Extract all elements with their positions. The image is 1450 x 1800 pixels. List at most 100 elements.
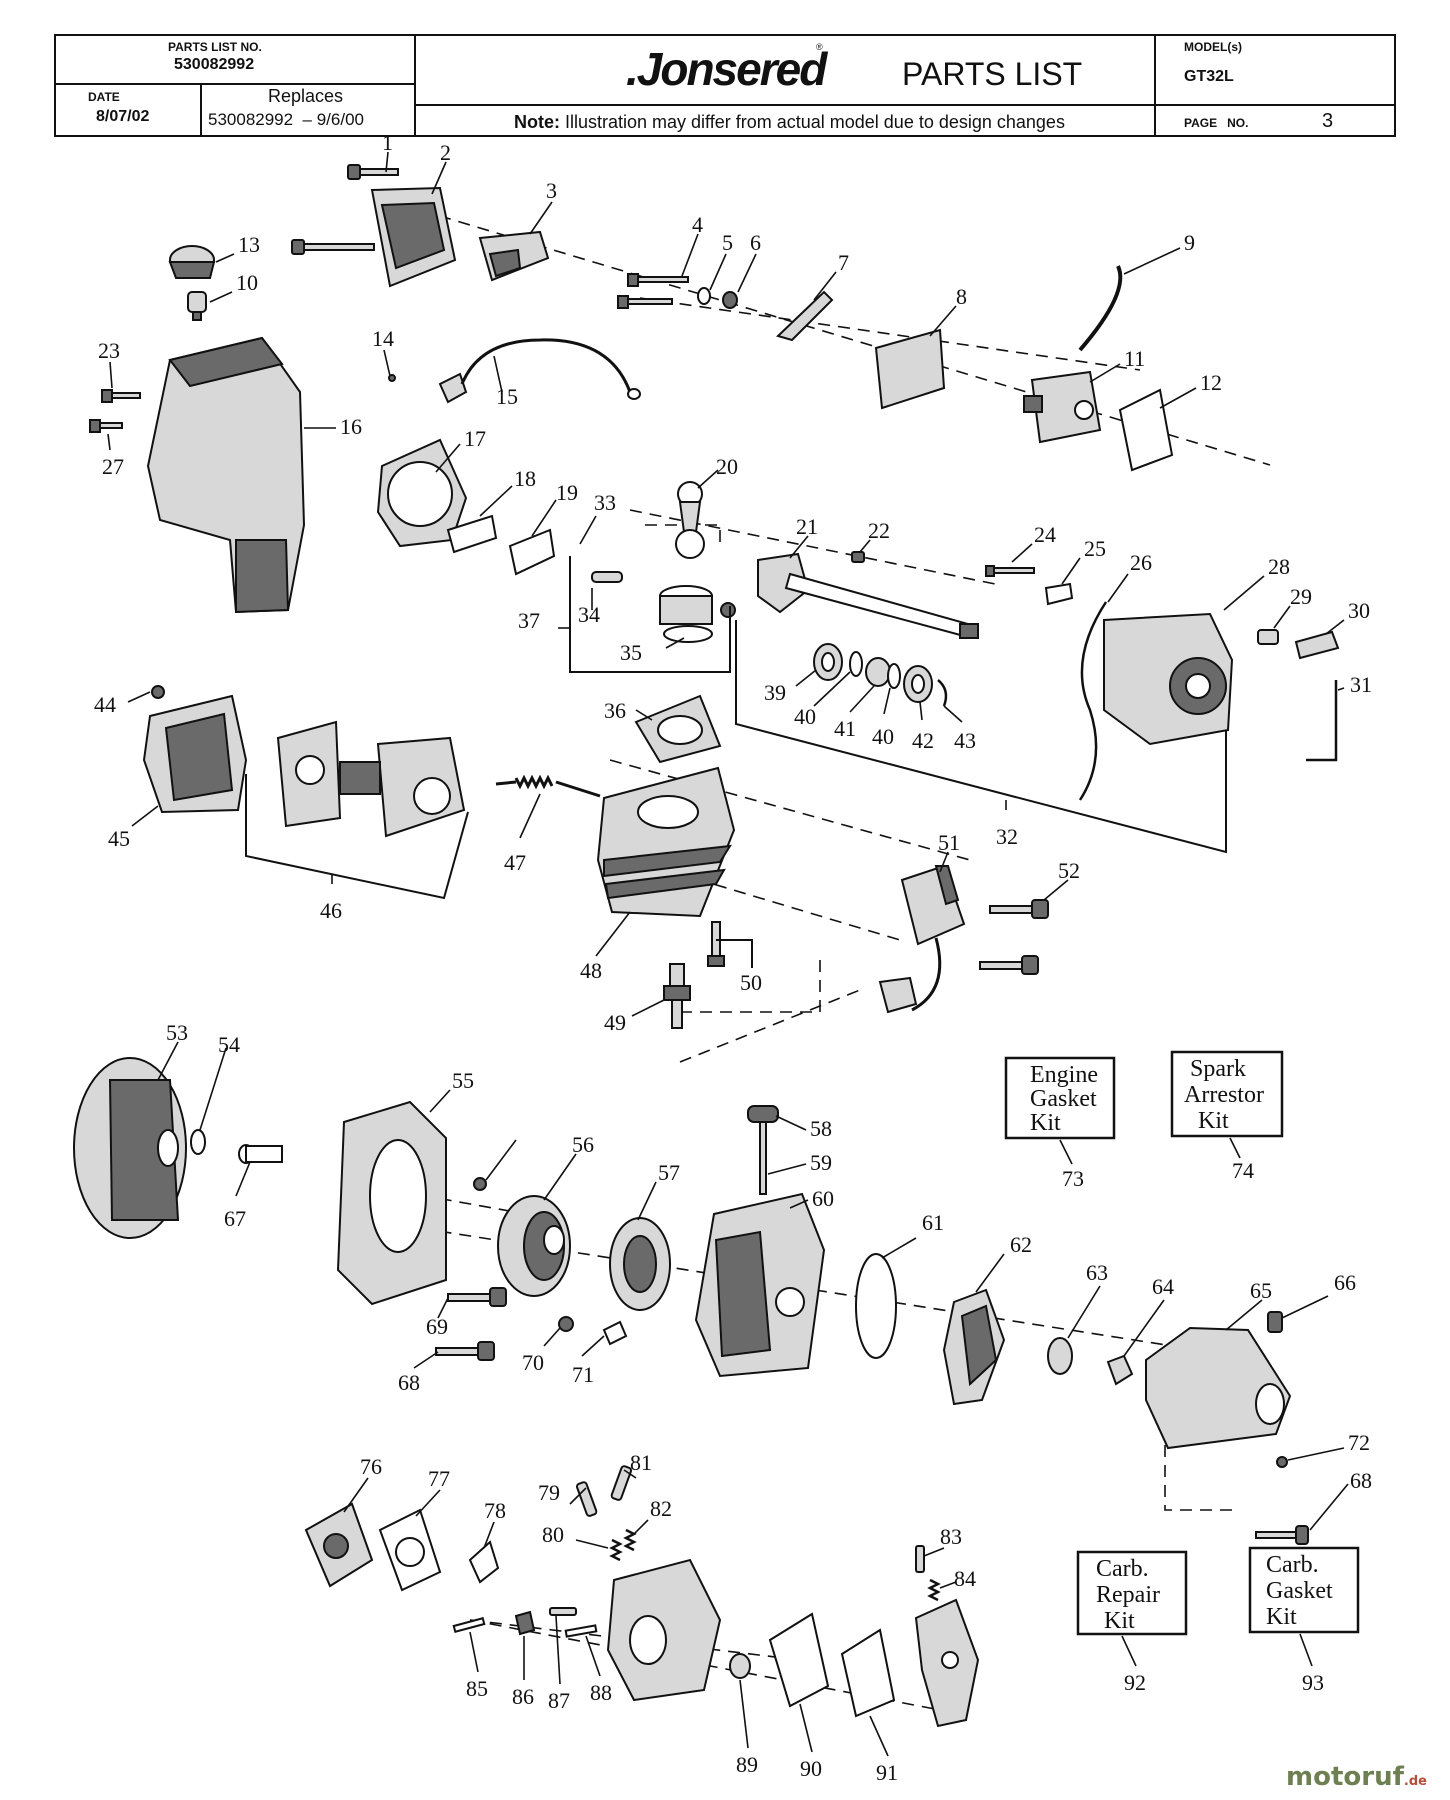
callout-label: 41	[834, 716, 856, 741]
axis-line	[679, 989, 861, 1063]
callout-label: 48	[580, 958, 602, 983]
callout-label: 62	[1010, 1232, 1032, 1257]
leader	[1325, 619, 1345, 635]
callout-labels: 1 2 3 4 5 6 7 8 9 10 11 12 13 14 15 16 1…	[94, 130, 1372, 1785]
kit-label-line: Gasket	[1266, 1578, 1333, 1604]
part-wire-26	[1078, 601, 1108, 801]
callout-label: 72	[1348, 1430, 1370, 1455]
leader	[1273, 605, 1291, 629]
document-title: PARTS LIST	[902, 56, 1083, 92]
leader	[737, 253, 757, 293]
callout-label: 3	[546, 178, 557, 203]
leader	[665, 637, 685, 649]
replaces-value: 530082992 – 9/6/00	[208, 110, 364, 129]
callout-label: 56	[572, 1132, 594, 1157]
part-screw-52	[979, 899, 1049, 975]
part-carb-screws-79-82	[575, 1465, 637, 1562]
leader	[697, 469, 719, 489]
crankcase-bore	[1185, 673, 1211, 699]
kit-box-frame	[1248, 1546, 1360, 1634]
leader	[1287, 1447, 1345, 1461]
part-housing-16	[146, 336, 306, 614]
leader	[543, 1153, 577, 1201]
leader	[923, 1547, 945, 1557]
watermark-suffix: .de	[1403, 1774, 1427, 1789]
divider	[200, 85, 202, 135]
callout-label: 49	[604, 1010, 626, 1035]
callout-label: 87	[548, 1688, 570, 1713]
leader	[767, 1163, 807, 1175]
screw-head	[985, 565, 995, 577]
shaft-body	[245, 1145, 283, 1163]
plug-top	[669, 963, 685, 987]
page-label: PAGE NO.	[1184, 116, 1249, 130]
leader	[209, 291, 233, 303]
callout-label: 86	[512, 1684, 534, 1709]
part-starter-housing-60	[694, 1192, 826, 1378]
leader	[493, 355, 503, 393]
kit-box-93: Carb. Gasket Kit 93	[1248, 1546, 1360, 1695]
screw-shank	[99, 422, 123, 429]
leader	[1107, 573, 1129, 603]
part-clip-25	[1044, 582, 1074, 606]
leader	[681, 233, 699, 277]
part-disc-61	[855, 1253, 897, 1359]
leader	[215, 253, 235, 263]
part-screw-94	[473, 1177, 487, 1191]
leader	[881, 1237, 917, 1259]
leader	[1159, 387, 1197, 409]
callout-label: 8	[956, 284, 967, 309]
part-pulley-56	[497, 1195, 571, 1297]
callout-label: 67	[224, 1206, 246, 1231]
spring-82	[623, 1528, 637, 1552]
bracket-group-46	[245, 774, 469, 900]
insulator-plate	[874, 328, 946, 410]
page-number: 3	[1322, 110, 1334, 132]
part-gasket-17	[376, 438, 468, 548]
flywheel-fins	[108, 1079, 180, 1221]
leader	[483, 1521, 495, 1549]
part-crankshaft-21	[757, 552, 979, 639]
leader	[799, 1703, 813, 1753]
coil-lamination	[934, 865, 960, 906]
leader	[199, 1047, 227, 1131]
leader	[385, 151, 389, 173]
part-pin-85	[452, 1616, 486, 1634]
part-bearings-39-43	[813, 643, 948, 707]
leader	[929, 305, 957, 337]
screw-69-head	[489, 1287, 507, 1307]
callout-label: 21	[796, 514, 818, 539]
leader	[919, 701, 923, 721]
part-screw-24	[985, 565, 1035, 577]
housing-handle	[235, 539, 290, 614]
leader	[435, 443, 461, 473]
callout-label: 68	[398, 1370, 420, 1395]
spring-80	[609, 1538, 623, 1562]
watermark: motoruf.de	[1286, 1762, 1427, 1792]
leader	[1229, 1137, 1241, 1159]
filter-nipple	[192, 311, 202, 321]
parts-list-no: 530082992	[174, 56, 255, 73]
leader	[531, 499, 557, 537]
part-carb-gaskets-76-77	[304, 1502, 442, 1592]
leader	[869, 1715, 889, 1757]
clip-71	[602, 1320, 628, 1346]
part-nut-72	[1276, 1456, 1288, 1468]
spring-84	[927, 1578, 941, 1602]
note-label: Note:	[514, 112, 560, 132]
filter-outlet	[413, 777, 451, 815]
callout-label: 91	[876, 1760, 898, 1785]
crank-web	[757, 552, 810, 614]
callout-label: 68	[1350, 1468, 1372, 1493]
piston-skirt	[659, 595, 713, 625]
leader	[623, 1469, 637, 1479]
callout-label: 19	[556, 480, 578, 505]
clutch-spring	[960, 1304, 998, 1387]
carb-body	[1030, 370, 1102, 444]
part-plate-18	[446, 514, 498, 554]
kit-label-line: Carb.	[1096, 1556, 1149, 1582]
leader	[469, 1631, 479, 1673]
leader	[1089, 363, 1121, 383]
model-value: GT32L	[1184, 68, 1234, 85]
